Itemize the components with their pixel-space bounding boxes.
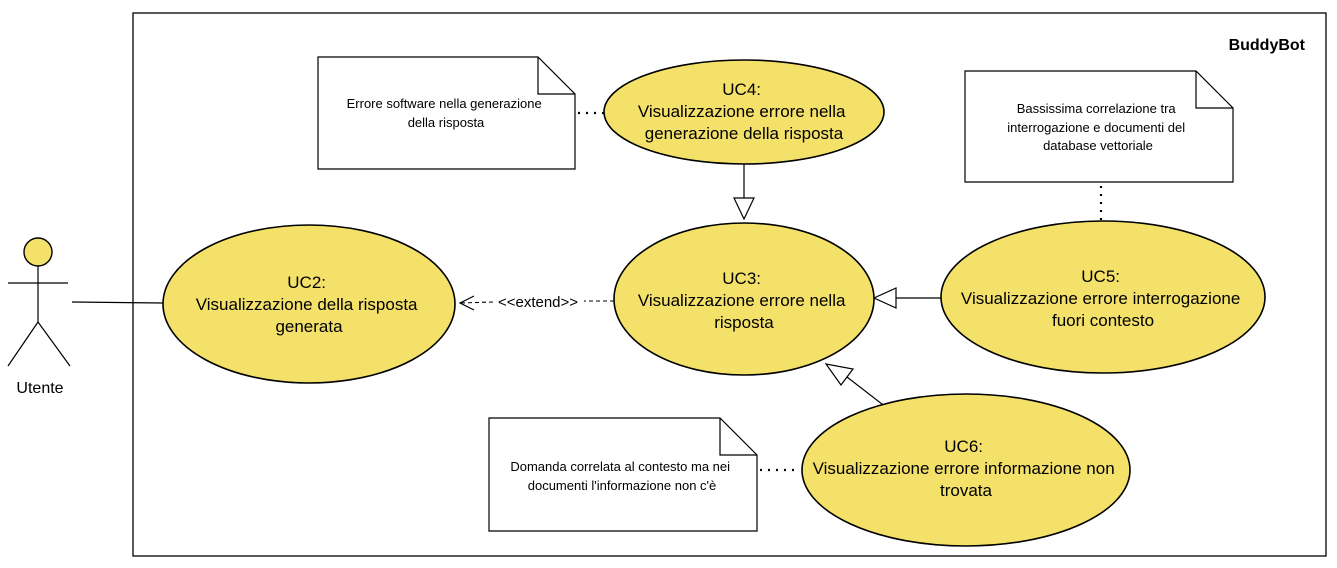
uc3-line-3: risposta: [714, 313, 774, 332]
system-title: BuddyBot: [1229, 37, 1306, 54]
svg-text:UC4: Visualizzazione err: UC4: Visualizzazione errore nella genera…: [638, 80, 850, 143]
svg-text:Domanda correlata al contesto: Domanda correlata al contesto ma nei doc…: [510, 459, 733, 493]
uc4-line-3: generazione della risposta: [645, 124, 844, 143]
uc5-line-2: Visualizzazione errore interrogazione: [961, 289, 1240, 308]
note-uc6: Domanda correlata al contesto ma nei doc…: [488, 417, 758, 532]
generalization-uc4-uc3: [733, 163, 755, 221]
actor-utente[interactable]: Utente: [7, 237, 71, 397]
note-uc4: Errore software nella generazione della …: [317, 56, 576, 170]
uc3-line-2: Visualizzazione errore nella: [638, 291, 846, 310]
generalization-uc6-uc3: [824, 363, 892, 412]
note-uc4-line-2: della risposta: [408, 115, 485, 130]
uc2-line-3: generata: [275, 317, 343, 336]
stick-figure-icon: [7, 237, 71, 367]
generalization-uc5-uc3: [872, 287, 941, 309]
uc2-line-2: Visualizzazione della risposta: [196, 295, 418, 314]
actor-label: Utente: [16, 380, 63, 397]
note-uc6-line-1: Domanda correlata al contesto ma nei: [510, 459, 730, 474]
uc5-line-3: fuori contesto: [1052, 311, 1154, 330]
extend-relation: <<extend>>: [458, 294, 614, 311]
use-case-uc6[interactable]: UC6: Visualizzazione errore informazione…: [801, 393, 1131, 547]
note-uc5-line-1: Bassissima correlazione tra: [1017, 101, 1177, 116]
use-case-uc4[interactable]: UC4: Visualizzazione errore nella genera…: [603, 59, 885, 165]
uc4-line-2: Visualizzazione errore nella: [638, 102, 846, 121]
association-line: [71, 301, 164, 304]
svg-text:Errore software nella generazi: Errore software nella generazione della …: [347, 96, 546, 130]
svg-text:UC6: Visualizzazione err: UC6: Visualizzazione errore informazione…: [813, 437, 1120, 500]
uc2-line-1: UC2:: [287, 273, 326, 292]
use-case-uc5[interactable]: UC5: Visualizzazione errore interrogazio…: [940, 220, 1266, 374]
uc3-line-1: UC3:: [722, 269, 761, 288]
use-case-uc2[interactable]: UC2: Visualizzazione della risposta gene…: [162, 224, 456, 384]
svg-text:Bassissima correlazione tra: Bassissima correlazione tra interrogazio…: [1007, 101, 1188, 153]
note-uc5: Bassissima correlazione tra interrogazio…: [964, 70, 1234, 183]
uc6-line-1: UC6:: [944, 437, 983, 456]
uc6-line-2: Visualizzazione errore informazione non: [813, 459, 1115, 478]
use-case-uc3[interactable]: UC3: Visualizzazione errore nella rispos…: [613, 222, 875, 376]
note-uc5-line-2: interrogazione e documenti del: [1007, 120, 1185, 135]
note-uc6-line-2: documenti l'informazione non c'è: [528, 478, 717, 493]
svg-text:UC2: Visualizzazione del: UC2: Visualizzazione della risposta gene…: [196, 273, 423, 336]
note-uc5-line-3: database vettoriale: [1043, 138, 1153, 153]
extend-label: <<extend>>: [498, 294, 578, 311]
note-uc4-line-1: Errore software nella generazione: [347, 96, 542, 111]
uc5-line-1: UC5:: [1081, 267, 1120, 286]
svg-text:UC5: Visualizzazione err: UC5: Visualizzazione errore interrogazio…: [961, 267, 1245, 330]
svg-text:UC3: Visualizzazione err: UC3: Visualizzazione errore nella rispos…: [638, 269, 850, 332]
system-boundary: [132, 12, 1327, 557]
uc6-line-3: trovata: [940, 481, 993, 500]
uc4-line-1: UC4:: [722, 80, 761, 99]
